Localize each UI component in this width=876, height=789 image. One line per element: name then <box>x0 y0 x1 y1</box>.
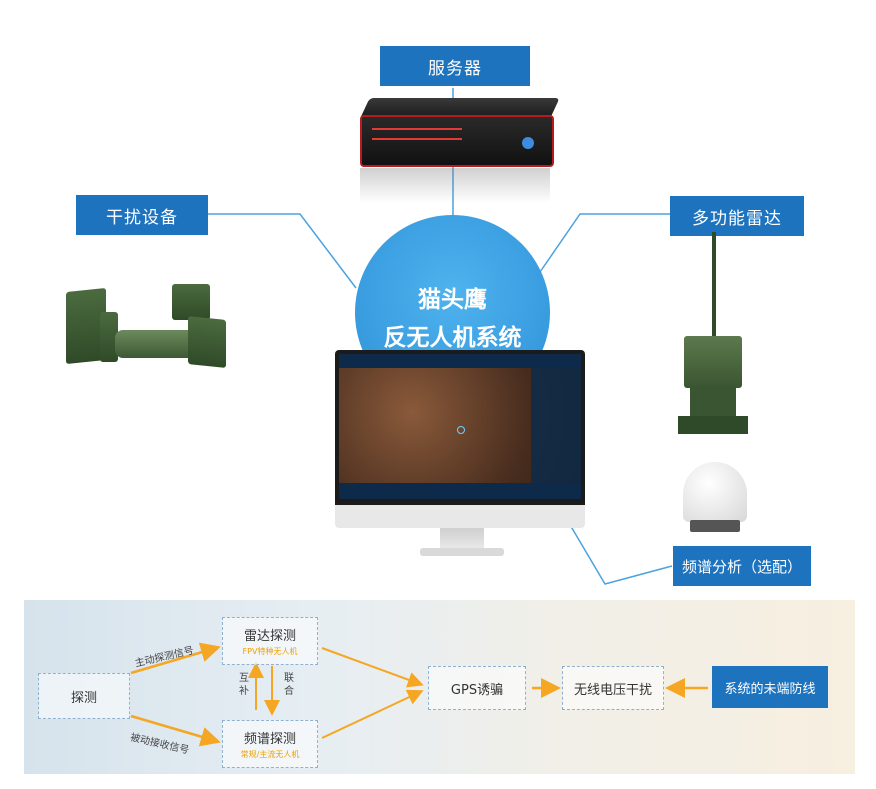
server-label: 服务器 <box>380 46 530 86</box>
detect-box: 探测 <box>38 673 130 719</box>
radar-connector <box>539 213 670 273</box>
arrow-radar-gps <box>321 647 424 688</box>
jam-box: 无线电压干扰 <box>562 666 664 710</box>
terminal-defense-box: 系统的未端防线 <box>712 666 828 708</box>
power-button-icon <box>522 137 534 149</box>
map-screen <box>339 354 581 499</box>
radar-label: 多功能雷达 <box>670 196 804 236</box>
spectrum-detect-box: 频谱探测 常规/主流无人机 <box>222 720 318 768</box>
gps-box: GPS诱骗 <box>428 666 526 710</box>
target-marker-icon <box>457 426 465 434</box>
arrow-active <box>130 642 221 675</box>
system-name-line1: 猫头鹰 <box>418 287 487 313</box>
arrow-spec-gps <box>321 689 424 739</box>
spectrum-label: 频谱分析（选配） <box>673 546 811 586</box>
mutual-label: 互补 <box>239 673 249 697</box>
arrow-passive <box>130 714 221 747</box>
joint-label: 联合 <box>284 673 294 697</box>
jammer-label: 干扰设备 <box>76 195 208 235</box>
system-name-line2: 反无人机系统 <box>383 325 522 351</box>
radar-detect-box: 雷达探测 FPV特种无人机 <box>222 617 318 665</box>
jammer-connector <box>208 213 357 289</box>
